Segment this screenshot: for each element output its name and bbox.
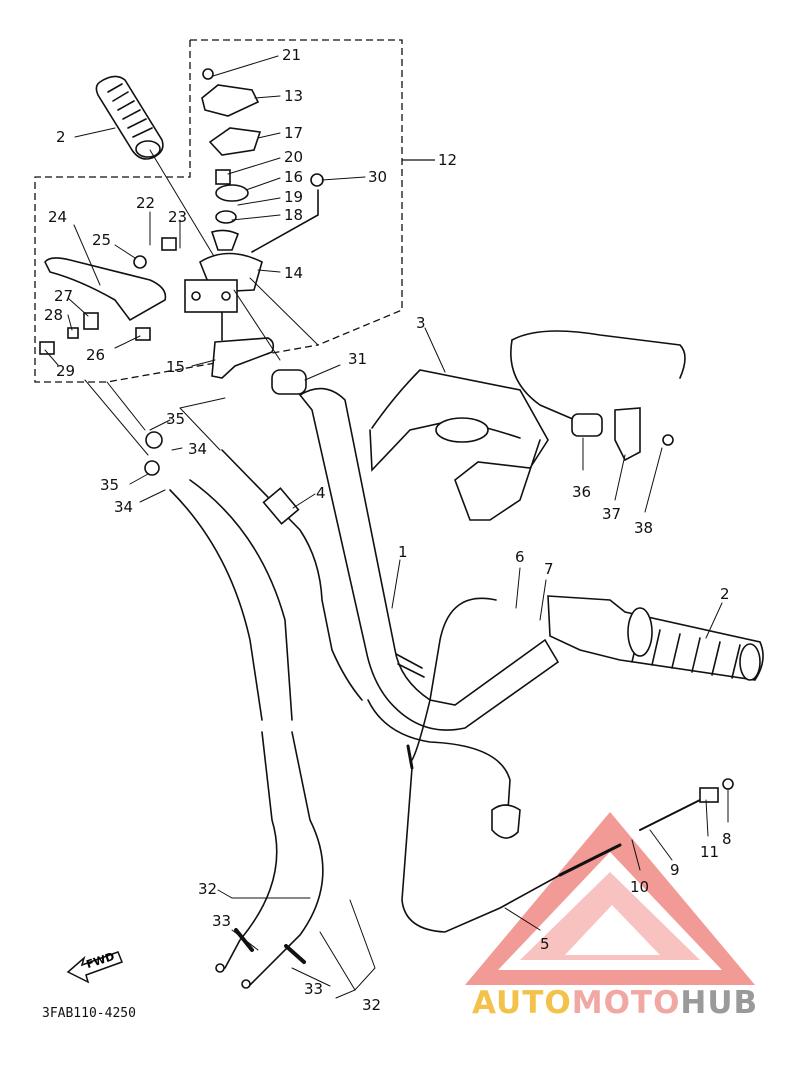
callout-25: 25	[92, 231, 112, 249]
callout-9: 9	[670, 861, 680, 879]
callout-19: 19	[284, 188, 304, 206]
left-grip	[95, 75, 164, 160]
watermark-hub: HUB	[680, 985, 759, 1021]
callout-23: 23	[168, 208, 188, 226]
callout-1: 1	[398, 543, 408, 561]
callout-12: 12	[438, 151, 458, 169]
callout-32-bottom: 32	[362, 996, 382, 1014]
callout-33-top: 33	[212, 912, 232, 930]
assembly-dashed-box	[34, 39, 435, 383]
callout-38: 38	[634, 519, 654, 537]
clutch-cable	[221, 449, 363, 701]
callout-34-bottom: 34	[114, 498, 134, 516]
callout-11: 11	[700, 843, 720, 861]
callout-28: 28	[44, 306, 64, 324]
callout-35-top: 35	[166, 410, 186, 428]
clutch-lever	[39, 237, 177, 355]
watermark-logo	[465, 812, 755, 985]
callout-3: 3	[416, 314, 426, 332]
handlebar-pad	[369, 369, 549, 521]
clamp	[271, 369, 307, 395]
callout-15: 15	[166, 358, 186, 376]
handlebar	[298, 387, 560, 731]
callout-7: 7	[544, 560, 554, 578]
callout-31: 31	[348, 350, 368, 368]
choke-cable	[510, 330, 686, 462]
watermark-auto: AUTO	[472, 985, 572, 1021]
callout-29: 29	[56, 362, 76, 380]
lever-holder	[184, 252, 263, 341]
callout-17: 17	[284, 124, 304, 142]
diagram-code: 3FAB110-4250	[42, 1006, 136, 1021]
callout-18: 18	[284, 206, 304, 224]
callout-5: 5	[540, 935, 550, 953]
throttle-cable	[401, 597, 734, 933]
watermark-moto: MOTO	[571, 985, 681, 1021]
callout-16: 16	[284, 168, 304, 186]
callout-21: 21	[282, 46, 302, 64]
callout-20: 20	[284, 148, 304, 166]
callout-2-right: 2	[720, 585, 730, 603]
callout-22: 22	[136, 194, 156, 212]
right-grip	[547, 595, 764, 681]
callout-26: 26	[86, 346, 106, 364]
lower-cables	[144, 431, 324, 989]
callout-8: 8	[722, 830, 732, 848]
callout-34-top: 34	[188, 440, 208, 458]
switch-parts	[201, 68, 324, 253]
callout-6: 6	[515, 548, 525, 566]
callout-37: 37	[602, 505, 622, 523]
fwd-arrow	[66, 951, 123, 984]
callout-4: 4	[316, 484, 326, 502]
callout-24: 24	[48, 208, 68, 226]
leader-lines	[44, 55, 729, 999]
kill-switch-wire	[367, 699, 521, 839]
callout-30: 30	[368, 168, 388, 186]
callout-14: 14	[284, 264, 304, 282]
watermark-text: AUTOMOTOHUB	[472, 985, 758, 1021]
callout-32-top: 32	[198, 880, 218, 898]
callout-27: 27	[54, 287, 74, 305]
callout-36: 36	[572, 483, 592, 501]
callout-13: 13	[284, 87, 304, 105]
callout-10: 10	[630, 878, 650, 896]
callout-35-bottom: 35	[100, 476, 120, 494]
choke-lever	[211, 337, 275, 379]
callout-33-bottom: 33	[304, 980, 324, 998]
callout-2-left: 2	[56, 128, 66, 146]
